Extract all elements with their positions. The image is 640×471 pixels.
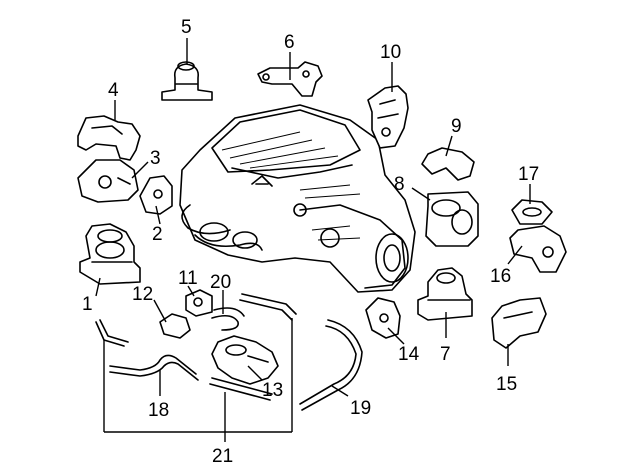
part-3-mount — [77, 159, 139, 203]
part-2-bracket — [139, 175, 173, 215]
part-5-upper-mount — [161, 61, 213, 101]
callout-1: 1 — [82, 294, 93, 315]
callout-12: 12 — [132, 284, 153, 305]
engine-assembly — [179, 104, 416, 293]
part-19-hose — [299, 319, 363, 411]
part-13-vacuum-tank — [211, 335, 279, 385]
part-16-mount — [509, 225, 567, 273]
callout-18: 18 — [148, 400, 169, 421]
part-12-valve — [159, 313, 191, 339]
part-21-hoses — [95, 293, 297, 401]
callout-5: 5 — [181, 17, 192, 38]
part-17-cover — [511, 199, 553, 225]
callout-16: 16 — [490, 266, 511, 287]
part-11-valve — [185, 289, 213, 317]
callout-19: 19 — [350, 398, 371, 419]
callout-14: 14 — [398, 344, 420, 365]
part-7-mount — [417, 267, 473, 321]
part-14-bracket — [365, 297, 401, 339]
callout-labels: 5 6 10 4 9 3 17 8 2 16 11 20 1 12 14 7 1… — [82, 17, 539, 467]
callout-11: 11 — [178, 268, 198, 289]
part-4-bracket — [77, 115, 141, 161]
part-15-bracket — [491, 297, 547, 349]
callout-3: 3 — [150, 148, 161, 169]
part-9-bracket — [421, 147, 475, 181]
part-20-hose — [211, 307, 245, 331]
part-18-hose — [109, 354, 199, 381]
part-10-bracket — [367, 85, 409, 149]
callout-6: 6 — [284, 32, 295, 53]
part-8-mount — [425, 191, 479, 247]
callout-21: 21 — [212, 446, 233, 467]
callout-13: 13 — [262, 380, 283, 401]
callout-2: 2 — [152, 224, 163, 245]
callout-20: 20 — [210, 272, 231, 293]
callout-8: 8 — [394, 174, 405, 195]
part-1-engine-mount — [79, 223, 141, 285]
callout-15: 15 — [496, 374, 517, 395]
callout-7: 7 — [440, 344, 451, 365]
leader-lines — [95, 38, 531, 442]
callout-9: 9 — [451, 116, 462, 137]
callout-4: 4 — [108, 80, 119, 101]
callout-10: 10 — [380, 42, 401, 63]
callout-17: 17 — [518, 164, 539, 185]
